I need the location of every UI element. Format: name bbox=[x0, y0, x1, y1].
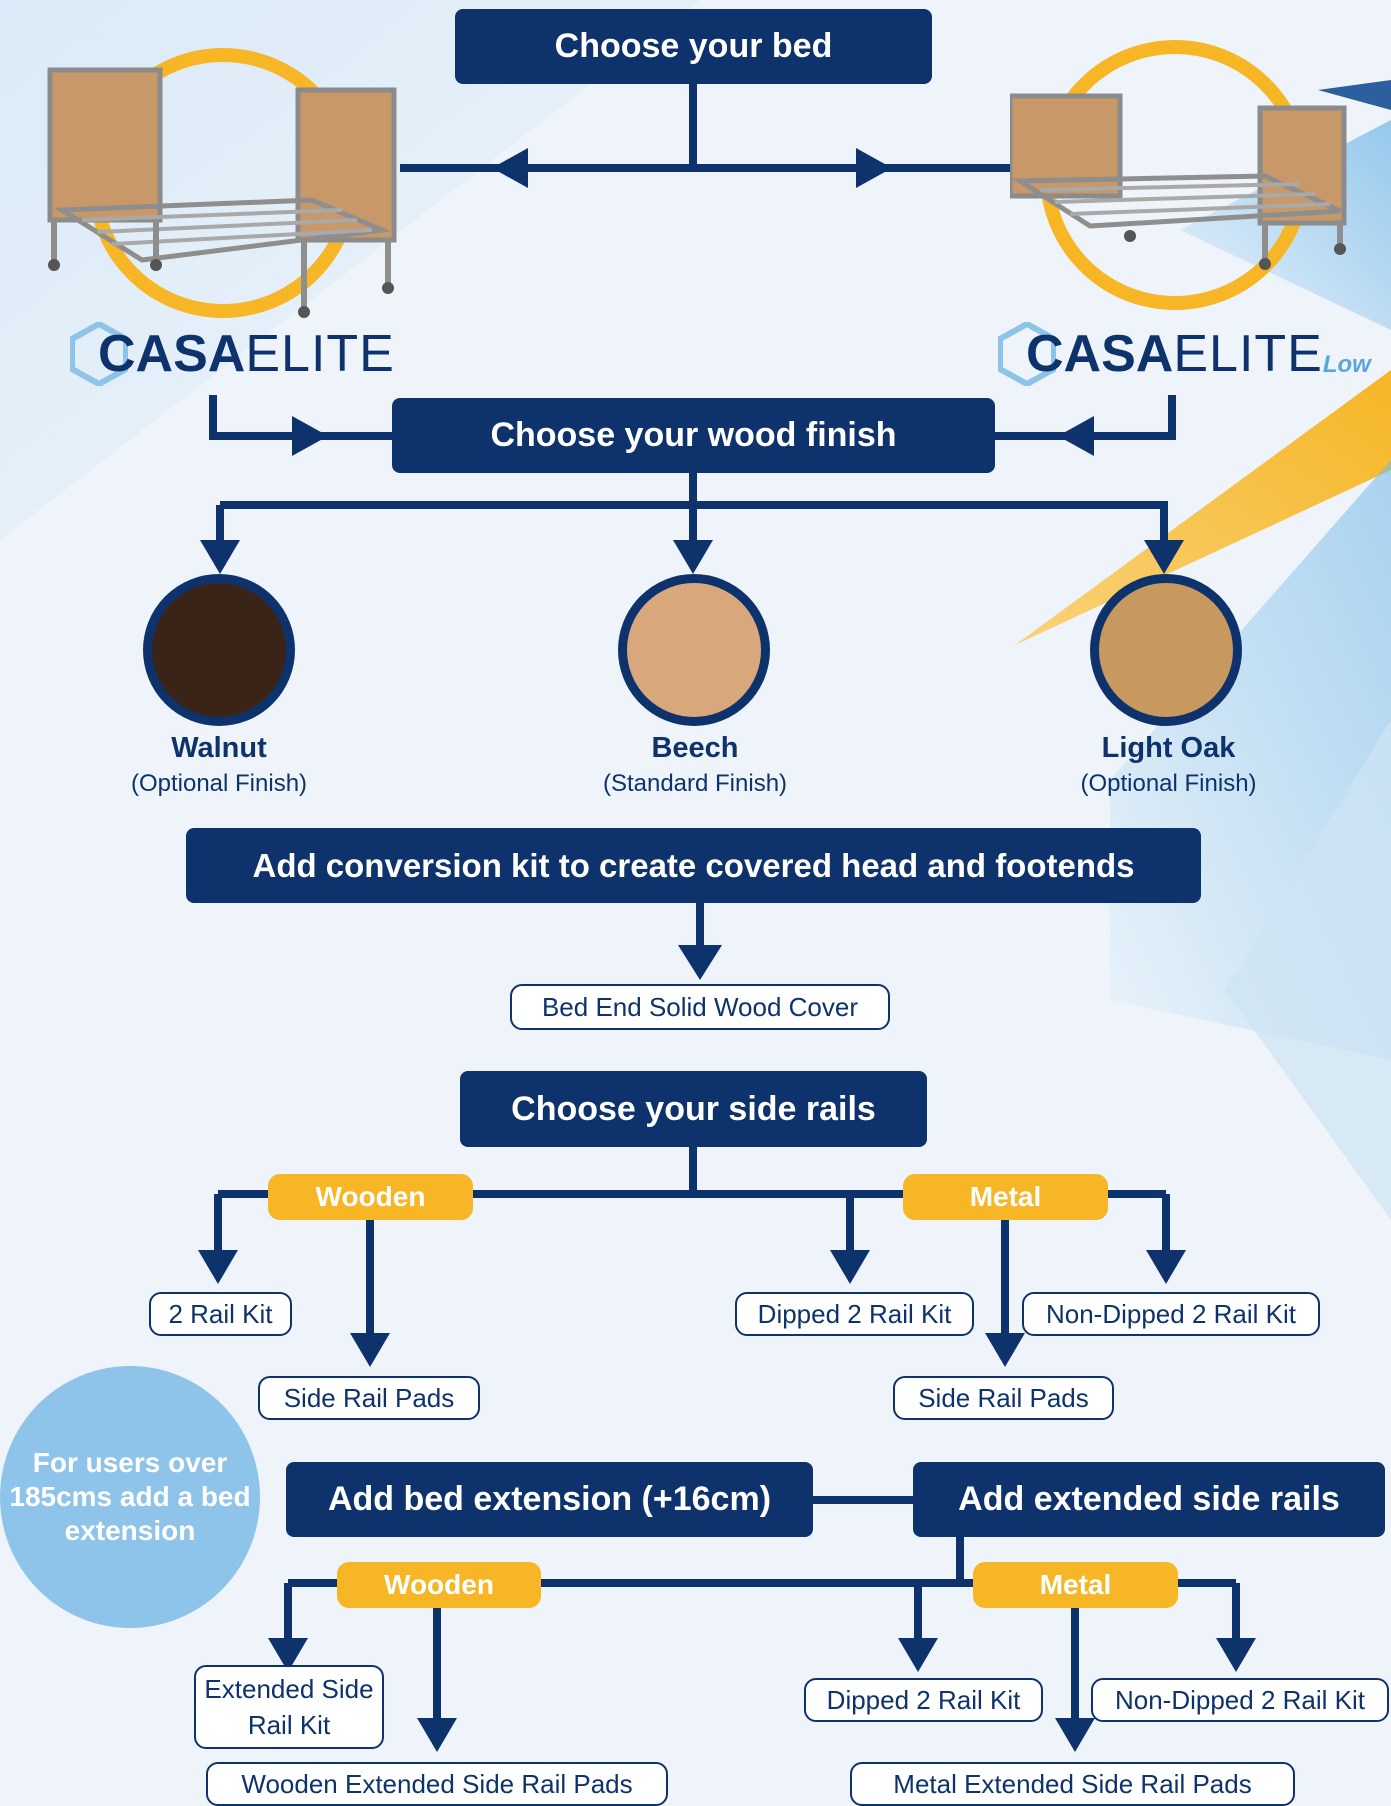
finish-name-walnut: Walnut bbox=[171, 732, 267, 764]
label-metal: Metal bbox=[903, 1174, 1108, 1220]
label-metal-extended: Metal bbox=[973, 1562, 1178, 1608]
bed-image-left bbox=[47, 67, 397, 318]
logo-suffix-low: Low bbox=[1322, 351, 1371, 378]
swatch-beech bbox=[618, 574, 770, 726]
step-choose-wood-finish: Choose your wood finish bbox=[392, 398, 995, 473]
swatch-walnut bbox=[143, 574, 295, 726]
step-conversion-kit: Add conversion kit to create covered hea… bbox=[186, 828, 1201, 903]
option-extended-side-rail-kit[interactable]: Extended Side Rail Kit bbox=[194, 1665, 384, 1749]
option-wooden-extended-side-rail-pads[interactable]: Wooden Extended Side Rail Pads bbox=[206, 1762, 668, 1806]
hexagon-icon bbox=[70, 322, 128, 386]
logo-brand-bold: CASA bbox=[1026, 325, 1174, 383]
option-dipped-2-rail-kit-extended[interactable]: Dipped 2 Rail Kit bbox=[804, 1678, 1043, 1722]
step-choose-side-rails: Choose your side rails bbox=[460, 1071, 927, 1147]
hexagon-icon bbox=[998, 322, 1056, 386]
logo-brand-bold: CASA bbox=[98, 325, 246, 383]
option-bed-end-solid-wood-cover[interactable]: Bed End Solid Wood Cover bbox=[510, 984, 890, 1030]
swatch-light-oak bbox=[1090, 574, 1242, 726]
finish-note-beech: (Standard Finish) bbox=[602, 770, 788, 797]
step-choose-bed: Choose your bed bbox=[455, 9, 932, 84]
finish-note-light-oak: (Optional Finish) bbox=[1080, 770, 1257, 797]
finish-note-walnut: (Optional Finish) bbox=[130, 770, 308, 797]
option-side-rail-pads-metal[interactable]: Side Rail Pads bbox=[893, 1376, 1114, 1420]
option-metal-extended-side-rail-pads[interactable]: Metal Extended Side Rail Pads bbox=[850, 1762, 1295, 1806]
logo-brand-light: ELITE bbox=[1173, 325, 1323, 383]
logo-brand-light: ELITE bbox=[245, 325, 395, 383]
finish-name-light-oak: Light Oak bbox=[1101, 732, 1236, 764]
label-wooden-extended: Wooden bbox=[337, 1562, 541, 1608]
label-wooden: Wooden bbox=[268, 1174, 473, 1220]
step-add-extended-side-rails: Add extended side rails bbox=[913, 1462, 1385, 1537]
step-add-bed-extension: Add bed extension (+16cm) bbox=[286, 1462, 813, 1537]
option-non-dipped-2-rail-kit-extended[interactable]: Non-Dipped 2 Rail Kit bbox=[1091, 1678, 1389, 1722]
option-non-dipped-2-rail-kit[interactable]: Non-Dipped 2 Rail Kit bbox=[1022, 1292, 1320, 1336]
bed-image-right bbox=[1010, 93, 1347, 270]
option-side-rail-pads-wooden[interactable]: Side Rail Pads bbox=[258, 1376, 480, 1420]
finish-name-beech: Beech bbox=[651, 732, 739, 764]
option-2-rail-kit[interactable]: 2 Rail Kit bbox=[149, 1292, 292, 1336]
callout-bed-extension: For users over 185cms add a bed extensio… bbox=[0, 1366, 260, 1628]
option-dipped-2-rail-kit[interactable]: Dipped 2 Rail Kit bbox=[735, 1292, 974, 1336]
